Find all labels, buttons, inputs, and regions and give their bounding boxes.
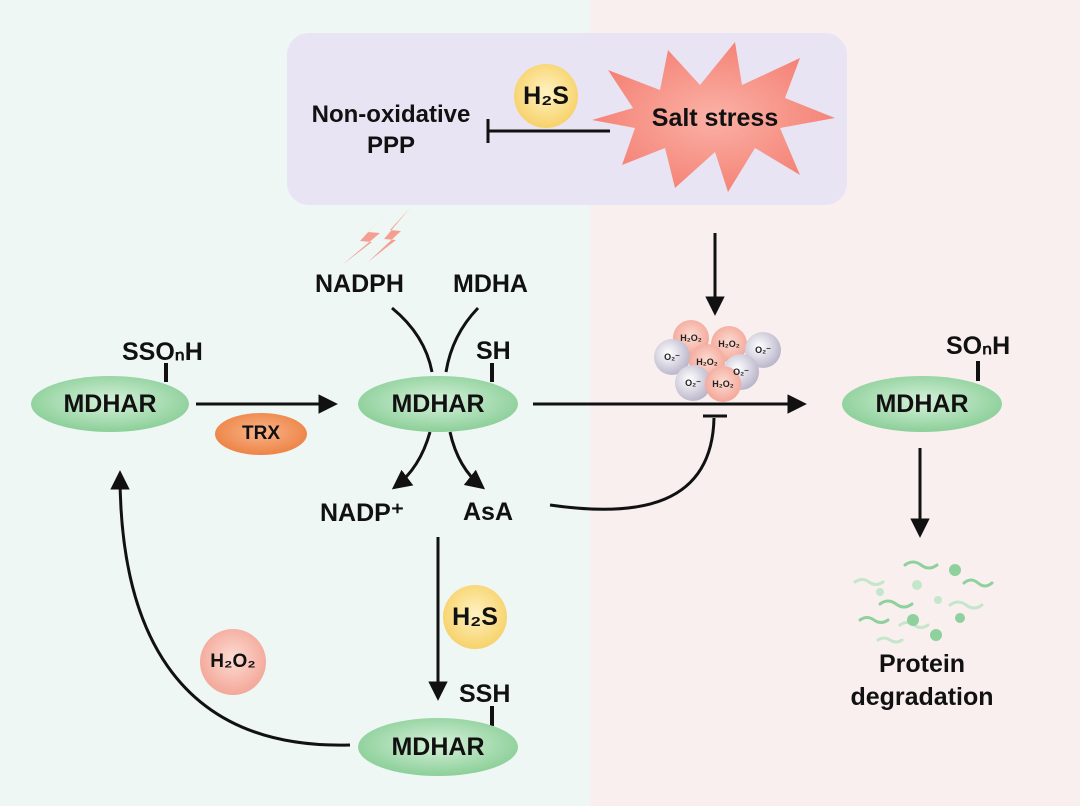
degraded-protein-dots: [876, 564, 965, 641]
ssh-label: SSH: [459, 680, 511, 708]
h2s-label-top: H₂S: [523, 81, 569, 110]
ros-cluster: H₂O₂ H₂O₂ O₂⁻ H₂O₂ O₂⁻ O₂⁻ H₂O₂ O₂⁻: [654, 320, 781, 402]
mdhar-bottom-label: MDHAR: [391, 732, 485, 761]
h2s-badge-middle: [443, 585, 507, 649]
ros-label: H₂O₂: [718, 339, 740, 349]
mdhar-right: MDHAR: [842, 376, 1002, 432]
enzyme-ellipse-bottom: [358, 718, 518, 776]
ssonh-label: SSOₙH: [122, 338, 203, 366]
h2s-middle-label: H₂S: [452, 602, 498, 631]
h2s-middle-tag: H₂S: [443, 585, 507, 649]
enzyme-ellipse-center: [358, 376, 518, 432]
nadph-label: NADPH: [315, 270, 404, 298]
salt-stress-label: Salt stress: [651, 104, 779, 132]
h2o2-tag: H₂O₂: [200, 629, 266, 695]
trx-badge: [215, 413, 307, 455]
protein-degradation-line-2: degradation: [850, 683, 994, 711]
arrow-to-asa: [448, 431, 486, 490]
sonh-label: SOₙH: [946, 332, 1011, 360]
ros-label: H₂O₂: [680, 333, 702, 343]
lightning-bolt-icon: [342, 208, 390, 265]
protein-degradation-line-1: Protein: [878, 650, 966, 678]
ros-label: O₂⁻: [755, 345, 771, 355]
ros-label: O₂⁻: [733, 367, 749, 377]
asa-inhibition-curve: [549, 417, 716, 511]
mdhar-center-label: MDHAR: [391, 389, 485, 418]
ros-label: H₂O₂: [712, 379, 734, 389]
degraded-protein-fragments: [853, 560, 994, 644]
mdhar-bottom: MDHAR: [358, 718, 518, 776]
mdhar-left-label: MDHAR: [63, 389, 157, 418]
nadp-label: NADP⁺: [320, 499, 405, 527]
trx-label: TRX: [242, 423, 280, 444]
protein-degradation-label: Protein degradation: [830, 648, 1014, 714]
mdhar-center: MDHAR: [358, 376, 518, 432]
h2s-label-top-wrap: H₂S: [514, 64, 578, 128]
ppp-line-2: PPP: [366, 132, 416, 159]
arrow-to-nadp: [391, 431, 432, 490]
ros-label: O₂⁻: [685, 378, 701, 388]
mdha-curve: [444, 306, 480, 373]
lightning-bolt-icon: [368, 208, 410, 262]
arrow-bottom-to-left: [110, 470, 351, 747]
sh-label: SH: [476, 337, 511, 365]
trx-tag: TRX: [215, 413, 307, 455]
non-oxidative-ppp-label: Non-oxidative PPP: [296, 99, 486, 161]
asa-label: AsA: [463, 498, 514, 526]
mdha-label: MDHA: [453, 270, 528, 298]
nadph-curve: [391, 306, 434, 373]
salt-stress-burst: [592, 42, 835, 192]
h2o2-badge: [200, 629, 266, 695]
mdhar-left: MDHAR: [31, 376, 189, 432]
ppp-line-1: Non-oxidative: [311, 101, 471, 128]
enzyme-ellipse-right: [842, 376, 1002, 432]
mdhar-right-label: MDHAR: [875, 389, 969, 418]
h2s-badge-top: [514, 64, 578, 128]
ros-label: O₂⁻: [664, 352, 680, 362]
ros-label: H₂O₂: [696, 357, 718, 367]
h2o2-label: H₂O₂: [210, 651, 256, 672]
enzyme-ellipse-left: [31, 376, 189, 432]
